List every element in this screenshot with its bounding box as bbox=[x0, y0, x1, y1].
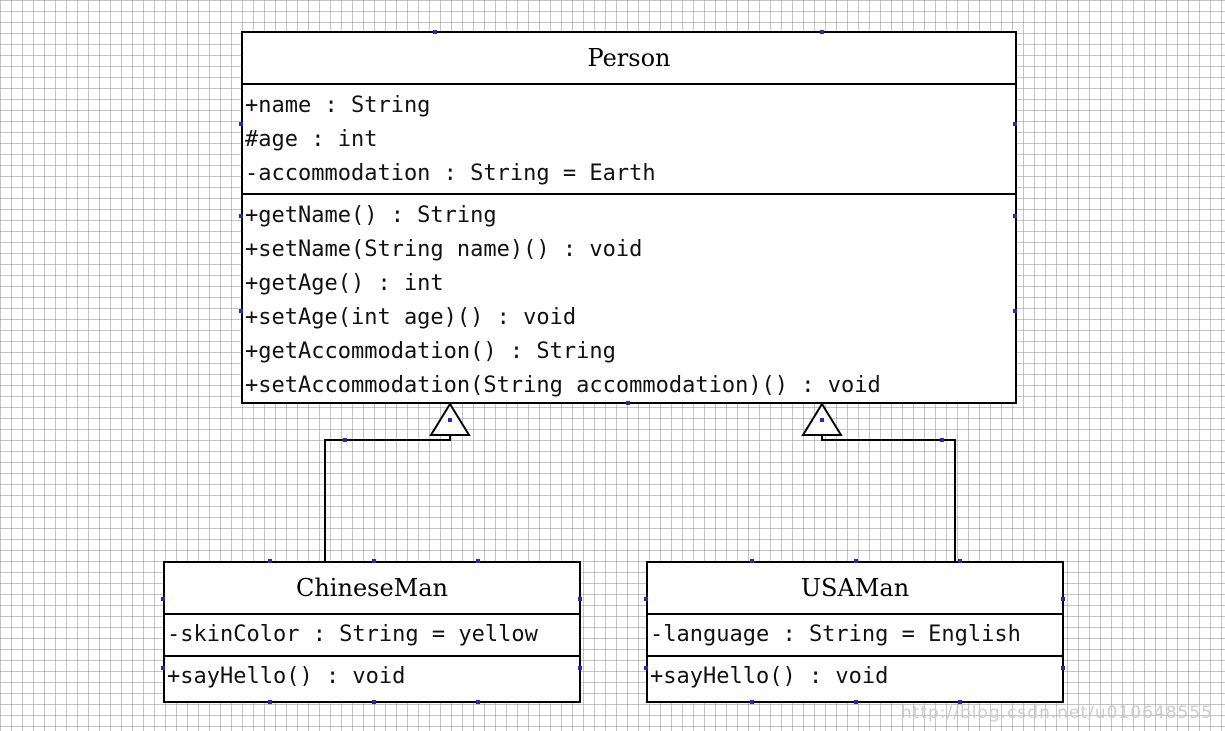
resize-handle[interactable] bbox=[476, 700, 480, 704]
method: +setAccommodation(String accommodation)(… bbox=[245, 373, 881, 398]
resize-handle[interactable] bbox=[578, 666, 582, 670]
resize-handle[interactable] bbox=[268, 700, 272, 704]
resize-handle[interactable] bbox=[940, 438, 944, 442]
resize-handle[interactable] bbox=[239, 214, 243, 218]
resize-handle[interactable] bbox=[644, 666, 648, 670]
resize-handle[interactable] bbox=[372, 559, 376, 563]
attribute: -accommodation : String = Earth bbox=[245, 161, 656, 186]
methods-section: +getName() : String +setName(String name… bbox=[243, 195, 1015, 405]
resize-handle[interactable] bbox=[448, 418, 452, 422]
resize-handle[interactable] bbox=[644, 597, 648, 601]
resize-handle[interactable] bbox=[268, 559, 272, 563]
class-name: Person bbox=[243, 33, 1015, 85]
attributes-section: +name : String #age : int -accommodation… bbox=[243, 85, 1015, 195]
class-name: ChineseMan bbox=[165, 563, 579, 615]
resize-handle[interactable] bbox=[1061, 666, 1065, 670]
attributes-section: -language : String = English bbox=[648, 615, 1062, 657]
method: +sayHello() : void bbox=[650, 664, 889, 689]
chinese-to-person-line[interactable] bbox=[324, 435, 451, 561]
methods-section: +sayHello() : void bbox=[648, 657, 1062, 697]
method: +getAccommodation() : String bbox=[245, 339, 616, 364]
class-name: USAMan bbox=[648, 563, 1062, 615]
resize-handle[interactable] bbox=[161, 666, 165, 670]
resize-handle[interactable] bbox=[626, 401, 630, 405]
attribute: #age : int bbox=[245, 127, 378, 152]
resize-handle[interactable] bbox=[1061, 597, 1065, 601]
class-usa-man[interactable]: USAMan -language : String = English +say… bbox=[646, 561, 1064, 703]
resize-handle[interactable] bbox=[239, 122, 243, 126]
resize-handle[interactable] bbox=[958, 700, 962, 704]
resize-handle[interactable] bbox=[958, 559, 962, 563]
resize-handle[interactable] bbox=[161, 597, 165, 601]
method: +setName(String name)() : void bbox=[245, 237, 643, 262]
resize-handle[interactable] bbox=[854, 700, 858, 704]
resize-handle[interactable] bbox=[750, 700, 754, 704]
resize-handle[interactable] bbox=[750, 559, 754, 563]
method: +setAge(int age)() : void bbox=[245, 305, 577, 330]
method: +getName() : String bbox=[245, 203, 497, 228]
attribute: -language : String = English bbox=[650, 622, 1021, 647]
resize-handle[interactable] bbox=[239, 309, 243, 313]
attribute: +name : String bbox=[245, 93, 431, 118]
attributes-section: -skinColor : String = yellow bbox=[165, 615, 579, 657]
resize-handle[interactable] bbox=[372, 700, 376, 704]
resize-handle[interactable] bbox=[433, 30, 437, 34]
resize-handle[interactable] bbox=[1013, 309, 1017, 313]
resize-handle[interactable] bbox=[578, 597, 582, 601]
resize-handle[interactable] bbox=[854, 559, 858, 563]
resize-handle[interactable] bbox=[820, 30, 824, 34]
methods-section: +sayHello() : void bbox=[165, 657, 579, 697]
resize-handle[interactable] bbox=[820, 418, 824, 422]
attribute: -skinColor : String = yellow bbox=[167, 622, 538, 647]
resize-handle[interactable] bbox=[476, 559, 480, 563]
class-chinese-man[interactable]: ChineseMan -skinColor : String = yellow … bbox=[163, 561, 581, 703]
usa-to-person-line[interactable] bbox=[821, 435, 956, 561]
watermark-url: http://blog.csdn.net/u010648555 bbox=[900, 703, 1213, 723]
resize-handle[interactable] bbox=[1013, 214, 1017, 218]
resize-handle[interactable] bbox=[1013, 122, 1017, 126]
class-person[interactable]: Person +name : String #age : int -accomm… bbox=[241, 31, 1017, 404]
resize-handle[interactable] bbox=[343, 438, 347, 442]
method: +sayHello() : void bbox=[167, 664, 406, 689]
method: +getAge() : int bbox=[245, 271, 444, 296]
